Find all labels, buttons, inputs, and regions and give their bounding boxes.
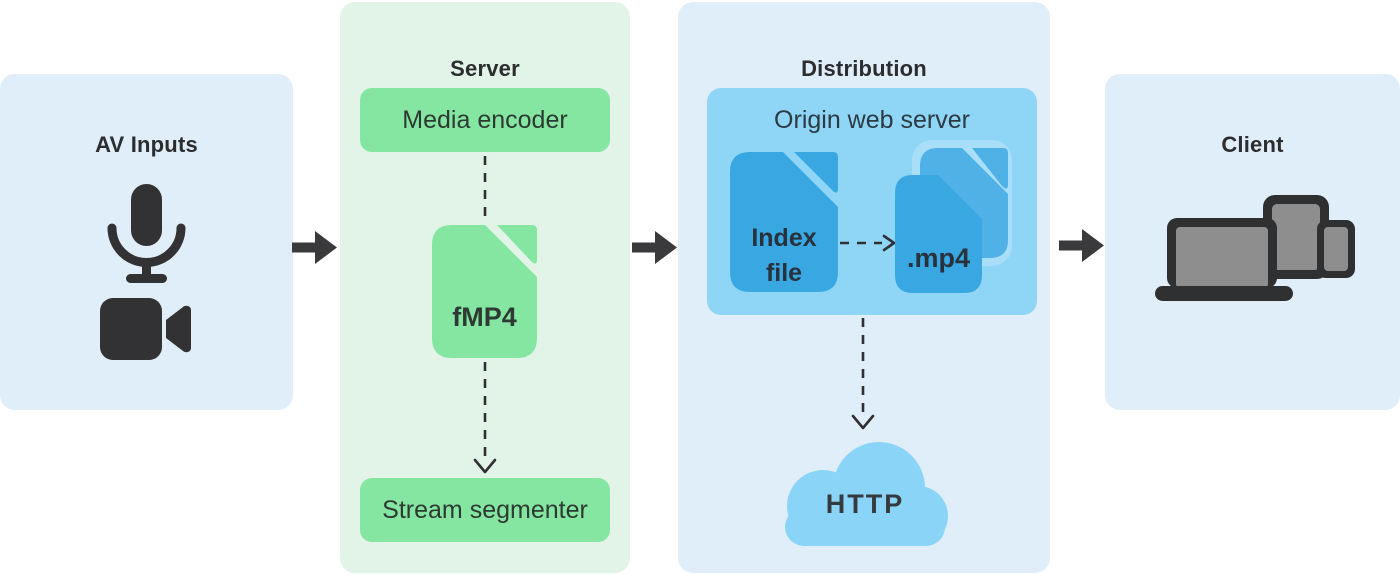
flow-arrow-av-to-server [292, 229, 338, 266]
origin-web-server-box: Origin web server Index file [707, 88, 1037, 315]
laptop-icon [1155, 218, 1293, 301]
fmp4-file-label: fMP4 [452, 301, 517, 332]
panel-av-inputs: AV Inputs [0, 74, 293, 410]
server-title: Server [450, 56, 520, 82]
index-file-label: Index file [751, 224, 817, 287]
video-camera-icon [100, 298, 192, 360]
panel-distribution: Distribution Origin web server Index fil… [678, 2, 1050, 573]
stream-segmenter-label: Stream segmenter [382, 495, 588, 524]
http-label: HTTP [825, 488, 905, 519]
mp4-files-icon [891, 138, 1023, 300]
dashed-arrow-origin-to-http [851, 318, 875, 433]
tablet-icon [1263, 195, 1329, 279]
av-inputs-title: AV Inputs [95, 132, 198, 158]
fmp4-file-icon [432, 225, 537, 360]
dashed-arrow-fmp4-to-segmenter [473, 362, 497, 477]
mp4-file-label: .mp4 [906, 242, 971, 273]
panel-server: Server Media encoder fMP4 Stream segment… [340, 2, 630, 573]
client-devices-icon [1155, 193, 1355, 305]
media-encoder-node: Media encoder [360, 88, 610, 152]
client-title: Client [1221, 132, 1284, 158]
stream-segmenter-node: Stream segmenter [360, 478, 610, 542]
smartphone-icon [1317, 220, 1355, 278]
dashed-arrow-index-to-mp4 [840, 234, 898, 252]
dashed-connector-encoder-to-fmp4 [473, 154, 497, 224]
distribution-title: Distribution [801, 56, 927, 82]
index-file-icon [730, 152, 838, 292]
origin-web-server-label: Origin web server [774, 106, 970, 134]
panel-client: Client [1105, 74, 1400, 410]
media-encoder-label: Media encoder [402, 105, 568, 134]
flow-arrow-server-to-distribution [632, 229, 678, 266]
flow-arrow-distribution-to-client [1059, 227, 1105, 264]
microphone-icon [104, 184, 189, 284]
http-cloud-icon [777, 430, 953, 546]
